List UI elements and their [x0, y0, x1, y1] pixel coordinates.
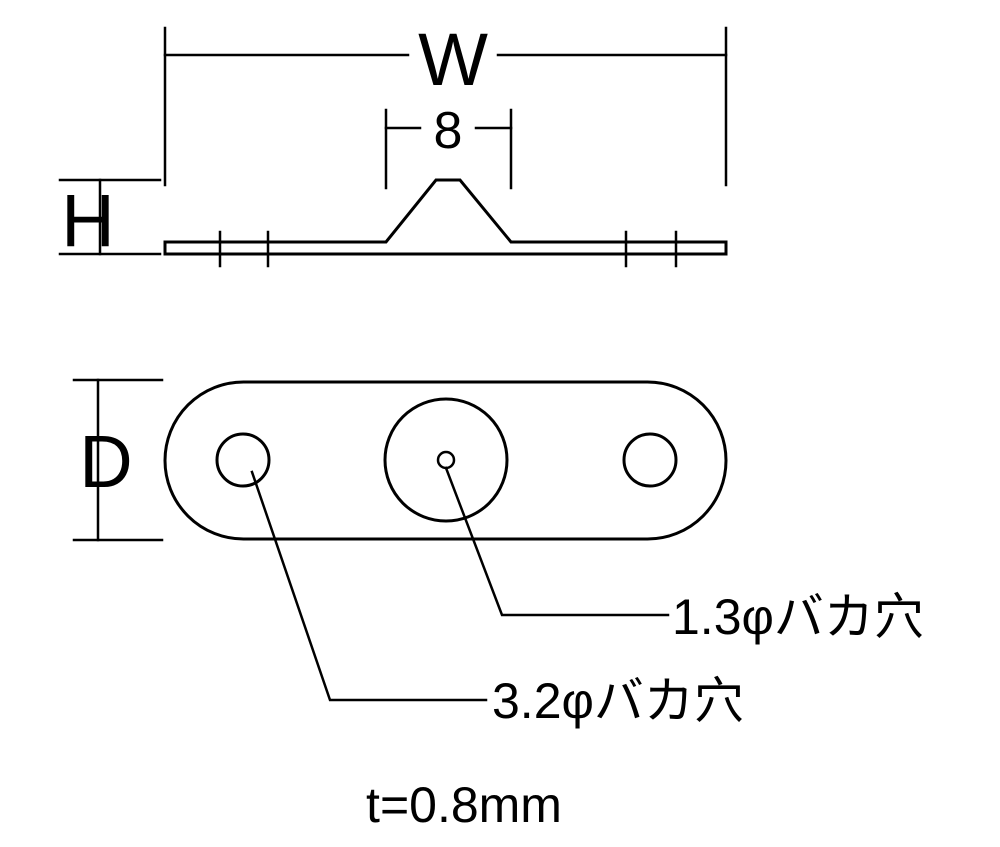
large-hole-callout: 3.2φバカ穴: [492, 673, 744, 729]
depth-dimension: D: [72, 378, 164, 542]
top-view: D 1.3φバカ穴 3.2φバカ穴: [72, 378, 924, 729]
boss-outline: [383, 397, 509, 523]
width-label: W: [418, 18, 488, 101]
right-mounting-hole: [622, 432, 678, 488]
large-hole-leader: [250, 470, 488, 702]
height-label: H: [61, 179, 114, 262]
boss-width-dimension: 8: [384, 102, 513, 190]
depth-label: D: [79, 420, 132, 503]
plate-outline: [163, 380, 728, 541]
left-mounting-hole: [215, 432, 271, 488]
plate-profile: [163, 178, 728, 268]
small-hole-callout: 1.3φバカ穴: [672, 589, 924, 645]
thickness-note: t=0.8mm: [366, 777, 562, 833]
center-pin-hole: [436, 450, 456, 470]
width-dimension: W: [163, 18, 728, 187]
small-hole-leader: [444, 466, 670, 617]
height-dimension: H: [58, 178, 162, 262]
side-view: W 8 H: [58, 18, 728, 268]
boss-width-label: 8: [434, 102, 463, 160]
